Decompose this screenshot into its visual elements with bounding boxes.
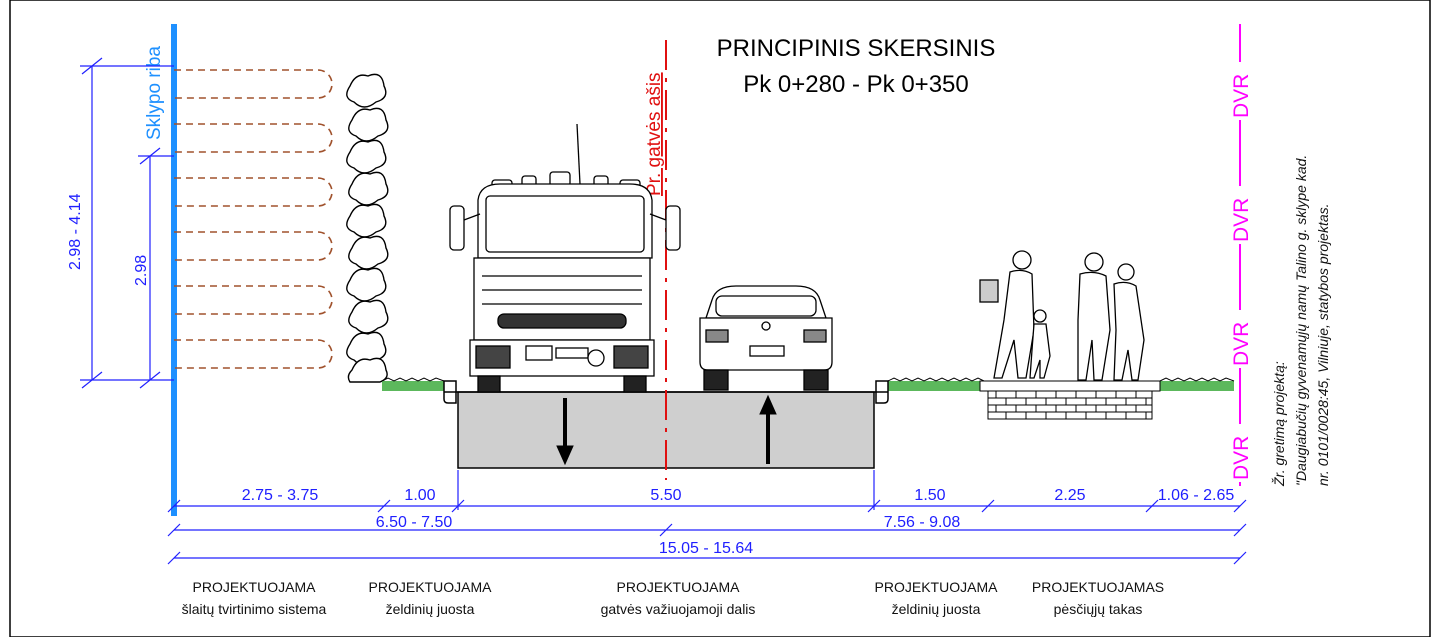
dim-left-half: 6.50 - 7.50 [376, 514, 453, 531]
sidewalk-paving [979, 380, 1161, 420]
section-title: PROJEKTUOJAMA [193, 579, 317, 595]
vertical-dimension-inner-label: 2.98 [133, 255, 150, 286]
section-subtitle: želdinių juosta [386, 601, 475, 617]
note-line-1: Žr. gretimą projektą: [1271, 361, 1287, 487]
dim-right-half: 7.56 - 9.08 [884, 514, 961, 531]
plot-boundary-label: Sklypo riba [144, 46, 165, 140]
slope-stones [346, 73, 389, 383]
street-axis-label: Pr. gatvės ašis [644, 72, 665, 196]
dvr-label: DVR [1230, 74, 1253, 118]
dvr-label: DVR [1230, 198, 1253, 242]
dim-roadway: 5.50 [650, 487, 681, 504]
dim-green-right: 1.50 [914, 487, 945, 504]
section-subtitle: pėsčiųjų takas [1054, 601, 1143, 617]
reference-note: Žr. gretimą projektą: "Daugiabučių gyven… [1271, 155, 1331, 487]
section-title: PROJEKTUOJAMAS [1032, 579, 1164, 595]
note-line-2: "Daugiabučių gyvenamųjų namų Talino g. s… [1293, 155, 1309, 486]
pedestrians-illustration [979, 250, 1145, 381]
truck-illustration [449, 123, 681, 393]
section-subtitle: gatvės važiuojamoji dalis [601, 601, 756, 617]
dim-dvr-gap: 1.06 - 2.65 [1158, 487, 1235, 504]
dim-slope-width: 2.75 - 3.75 [242, 487, 319, 504]
dvr-label: DVR [1230, 322, 1253, 366]
dvr-labels: DVR DVR DVR DVR [1228, 62, 1253, 482]
section-subtitle: šlaitų tvirtinimo sistema [182, 601, 327, 617]
note-line-3: nr. 0101/0028:45, Vilniuje, statybos pro… [1315, 203, 1331, 486]
grass-edges [381, 377, 1235, 382]
section-title: PROJEKTUOJAMA [617, 579, 741, 595]
sheet-frame [9, 0, 1431, 637]
dim-green-left: 1.00 [404, 487, 435, 504]
soil-anchors [174, 69, 333, 369]
drawing-title: PRINCIPINIS SKERSINIS [717, 35, 996, 62]
car-illustration [699, 285, 833, 391]
dim-total: 15.05 - 15.64 [659, 540, 753, 557]
section-title: PROJEKTUOJAMA [369, 579, 493, 595]
dimension-values: 2.75 - 3.75 1.00 5.50 1.50 2.25 1.06 - 2… [242, 487, 1235, 557]
dim-sidewalk: 2.25 [1054, 487, 1085, 504]
traffic-direction-arrows [556, 394, 777, 466]
section-captions: PROJEKTUOJAMA šlaitų tvirtinimo sistema … [182, 579, 1164, 617]
section-subtitle: želdinių juosta [892, 601, 981, 617]
vertical-dimension-inner [138, 147, 174, 389]
vertical-dimension-outer [80, 57, 174, 389]
grass-strips [382, 381, 1234, 391]
horizontal-dimension-lines [167, 470, 1247, 565]
dvr-label: DVR [1230, 436, 1253, 480]
vertical-dimension-outer-label: 2.98 - 4.14 [67, 193, 84, 270]
section-title: PROJEKTUOJAMA [875, 579, 999, 595]
drawing-subtitle: Pk 0+280 - Pk 0+350 [743, 71, 969, 98]
